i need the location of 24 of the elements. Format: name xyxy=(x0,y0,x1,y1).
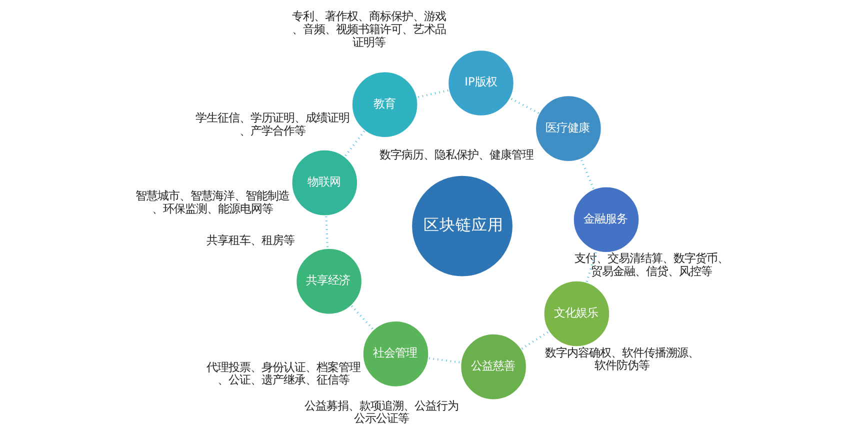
node-circle: 共享经济 xyxy=(294,246,364,316)
node-circle: 社会管理 xyxy=(361,319,430,388)
node-label: 学生征信、学历证明、成绩证明、产学合作等 xyxy=(196,110,350,138)
node-circle: IP版权 xyxy=(446,48,516,118)
connector xyxy=(510,98,540,114)
node-circle: 区块链应用 xyxy=(410,174,515,278)
node-label: 代理投票、身份认证、档案管理、公证、遗产继承、征信等 xyxy=(206,360,361,387)
connector xyxy=(417,89,448,98)
node-label: 专利、著作权、商标保护、游戏、音频、视频书籍许可、艺术品证明等 xyxy=(292,9,446,49)
node-label: 共享租车、租房等 xyxy=(206,233,294,248)
node-circle: 医疗健康 xyxy=(534,94,603,164)
node-label: 智慧城市、智慧海洋、智能制造、环保监测、能源电网等 xyxy=(136,188,290,216)
connector xyxy=(521,330,550,350)
node-circle: 教育 xyxy=(350,70,420,140)
connector xyxy=(344,130,366,157)
node-label: 公益募捐、款项追溯、公益行为公示公证等 xyxy=(304,398,458,426)
connector xyxy=(325,216,329,248)
node-label: 数字病历、隐私保护、健康管理 xyxy=(379,147,534,162)
connector xyxy=(580,159,594,189)
connector xyxy=(586,251,598,282)
connector xyxy=(429,357,460,364)
node-circle: 物联网 xyxy=(290,148,360,218)
node-circle: 公益慈善 xyxy=(459,332,528,402)
connector xyxy=(351,305,374,330)
